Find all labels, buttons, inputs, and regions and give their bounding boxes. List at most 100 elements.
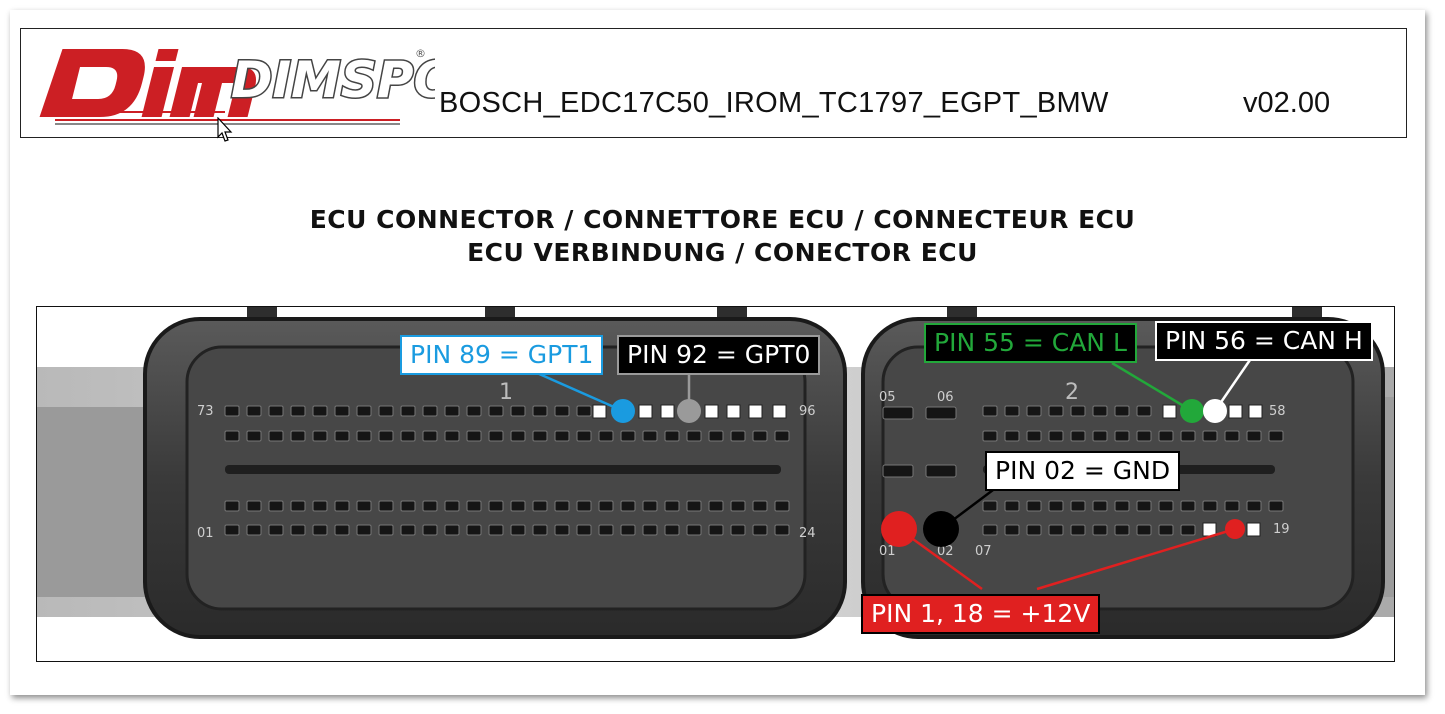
connector-pin (664, 524, 680, 536)
connector-pin (1048, 524, 1064, 536)
connector-pin (268, 500, 284, 512)
connector-pin (1246, 430, 1262, 442)
connector-pin (1004, 524, 1020, 536)
connector-pin (1004, 500, 1020, 512)
connector-pin (576, 405, 592, 417)
connector-pin (356, 430, 372, 442)
connector-pin (1246, 500, 1262, 512)
connector-pin (246, 405, 262, 417)
connector-pin (1026, 524, 1042, 536)
connector-pin (334, 524, 350, 536)
heading-line-1: ECU CONNECTOR / CONNETTORE ECU / CONNECT… (309, 205, 1136, 234)
connector-pin (686, 500, 702, 512)
connector-pin (1048, 500, 1064, 512)
connector-pin (488, 405, 504, 417)
connector-pin (488, 500, 504, 512)
connector-pin (268, 430, 284, 442)
connector-pin (312, 500, 328, 512)
ecu-connector-photo: 73 96 01 24 05 06 58 01 02 07 19 1 2 (36, 306, 1395, 662)
callout-pin-1-18-power: PIN 1, 18 = +12V (861, 594, 1101, 634)
connector-pin (1092, 430, 1108, 442)
connector-pin (510, 500, 526, 512)
connector-pin (224, 500, 240, 512)
connector-pin (1224, 430, 1240, 442)
connector-pin (1180, 430, 1196, 442)
connector-pin (686, 524, 702, 536)
connector-pin (576, 500, 592, 512)
connector-pin (1224, 500, 1240, 512)
connector-pin (312, 405, 328, 417)
connector-pin (466, 405, 482, 417)
connector-pin (708, 524, 724, 536)
connector-pin (532, 430, 548, 442)
connector-pin (982, 500, 998, 512)
connector-pin (1114, 405, 1130, 417)
callout-pin-89-gpt1: PIN 89 = GPT1 (400, 335, 604, 375)
connector-pin (422, 430, 438, 442)
connector-pin (1048, 405, 1064, 417)
connector-pin (1092, 500, 1108, 512)
connector-pin (290, 500, 306, 512)
connector-pin (356, 524, 372, 536)
connector-pin (532, 500, 548, 512)
connector-pin (774, 500, 790, 512)
connector-pin (444, 430, 460, 442)
pin-label-02: 02 (937, 544, 954, 559)
connector-pin (466, 500, 482, 512)
connector-pin (224, 430, 240, 442)
connector-pin (1158, 500, 1174, 512)
block-label-2: 2 (1065, 380, 1079, 405)
connector-pin (356, 405, 372, 417)
document-header: DIMSPORT ® BOSCH_EDC17C50_IROM_TC1797_EG… (20, 28, 1407, 142)
connector-pin (598, 524, 614, 536)
connector-pin (554, 500, 570, 512)
connector-pin (400, 500, 416, 512)
connector-pin (1158, 430, 1174, 442)
connector-pin (378, 405, 394, 417)
connector-pin (598, 430, 614, 442)
connector-pin (1136, 524, 1152, 536)
document-title: BOSCH_EDC17C50_IROM_TC1797_EGPT_BMW (439, 87, 1109, 119)
connector-pin (708, 500, 724, 512)
connector-pin (1114, 524, 1130, 536)
connector-pin (1092, 524, 1108, 536)
connector-pin (752, 524, 768, 536)
callout-pin-92-gpt0: PIN 92 = GPT0 (617, 335, 821, 375)
connector-pin (642, 430, 658, 442)
connector-pin (982, 405, 998, 417)
connector-pin (532, 405, 548, 417)
connector-pin (554, 524, 570, 536)
pin-label-58: 58 (1269, 404, 1286, 419)
block-label-1: 1 (499, 380, 513, 405)
connector-pin (730, 524, 746, 536)
pin-label-01-left: 01 (197, 526, 214, 541)
logo-wordmark: DIMSPORT (231, 51, 435, 109)
connector-pin (290, 430, 306, 442)
connector-pin (1136, 405, 1152, 417)
connector-pin (982, 430, 998, 442)
heading-line-2: ECU VERBINDUNG / CONECTOR ECU (467, 238, 978, 267)
connector-pin (444, 500, 460, 512)
connector-pin (400, 430, 416, 442)
connector-pin (620, 500, 636, 512)
connector-pin (400, 524, 416, 536)
connector-pin (1004, 430, 1020, 442)
connector-pin (312, 524, 328, 536)
pin-label-05: 05 (879, 390, 896, 405)
connector-pin (224, 405, 240, 417)
callout-pin-56-canh: PIN 56 = CAN H (1155, 321, 1373, 361)
connector-pin (334, 430, 350, 442)
svg-text:®: ® (415, 47, 426, 60)
connector-pin (400, 405, 416, 417)
connector-pin (1114, 500, 1130, 512)
connector-pin (1268, 500, 1284, 512)
pin-label-06: 06 (937, 390, 954, 405)
connector-pin (1092, 405, 1108, 417)
connector-pin (378, 500, 394, 512)
connector-pin (642, 524, 658, 536)
connector-pin (620, 524, 636, 536)
connector-pin (246, 500, 262, 512)
connector-pin (422, 500, 438, 512)
pin-label-24: 24 (799, 526, 816, 541)
connector-pin (488, 430, 504, 442)
